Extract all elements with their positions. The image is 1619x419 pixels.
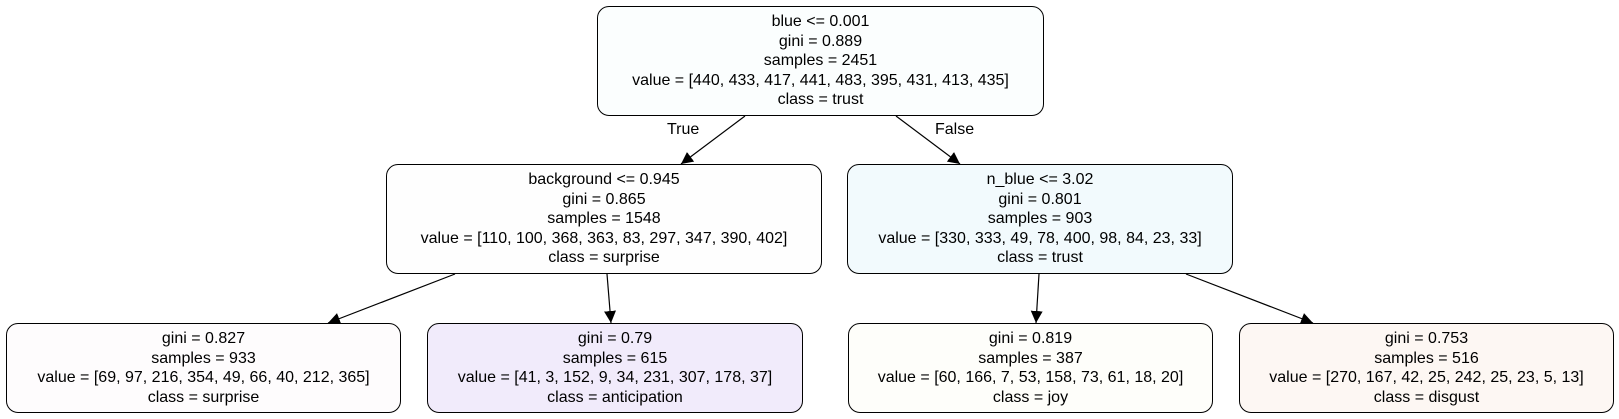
- leaf-node: gini = 0.819 samples = 387 value = [60, …: [848, 323, 1213, 413]
- node-value: value = [270, 167, 42, 25, 242, 25, 23, …: [1269, 369, 1584, 386]
- node-gini: gini = 0.819: [988, 330, 1073, 347]
- node-samples: samples = 903: [987, 210, 1093, 228]
- node-gini: gini = 0.753: [1384, 330, 1469, 347]
- node-samples: samples = 1548: [547, 210, 661, 228]
- node-class: class = surprise: [147, 388, 260, 406]
- edge-left-leaf2: [604, 273, 617, 324]
- root-node: blue <= 0.001 gini = 0.889 samples = 245…: [597, 6, 1044, 116]
- node-gini: gini = 0.827: [161, 330, 246, 347]
- node-value: value = [69, 97, 216, 354, 49, 66, 40, 2…: [37, 369, 370, 386]
- node-samples: samples = 2451: [763, 52, 878, 70]
- node-samples: samples = 516: [1374, 349, 1479, 367]
- leaf-node: gini = 0.827 samples = 933 value = [69, …: [6, 323, 401, 413]
- edge-root-left: [680, 115, 746, 165]
- node-class: class = surprise: [548, 249, 660, 267]
- edge-label-true: True: [667, 121, 700, 138]
- leaf-node: gini = 0.753 samples = 516 value = [270,…: [1239, 323, 1614, 413]
- node-gini: gini = 0.79: [577, 330, 653, 347]
- node-value: value = [110, 100, 368, 363, 83, 297, 34…: [420, 229, 788, 247]
- node-class: class = trust: [997, 249, 1083, 267]
- node-value: value = [440, 433, 417, 441, 483, 395, 4…: [632, 71, 1009, 89]
- left-split-node: background <= 0.945 gini = 0.865 samples…: [386, 164, 822, 274]
- node-samples: samples = 615: [562, 349, 668, 367]
- node-condition: n_blue <= 3.02: [986, 171, 1094, 189]
- node-condition: blue <= 0.001: [771, 13, 870, 31]
- node-samples: samples = 387: [978, 349, 1083, 367]
- node-class: class = anticipation: [547, 388, 683, 406]
- node-gini: gini = 0.865: [562, 190, 646, 208]
- node-class: class = trust: [777, 91, 864, 109]
- node-gini: gini = 0.889: [778, 32, 863, 50]
- edge-root-right: [895, 115, 961, 165]
- node-value: value = [41, 3, 152, 9, 34, 231, 307, 17…: [457, 369, 773, 386]
- edge-label-false: False: [935, 121, 975, 138]
- node-value: value = [330, 333, 49, 78, 400, 98, 84, …: [878, 229, 1202, 247]
- edge-left-leaf1: [327, 273, 456, 325]
- node-value: value = [60, 166, 7, 53, 158, 73, 61, 18…: [877, 369, 1184, 386]
- right-split-node: n_blue <= 3.02 gini = 0.801 samples = 90…: [847, 164, 1233, 274]
- node-gini: gini = 0.801: [998, 190, 1082, 208]
- node-condition: background <= 0.945: [528, 171, 680, 189]
- edge-right-leaf4: [1185, 273, 1314, 325]
- node-class: class = joy: [992, 388, 1069, 406]
- node-samples: samples = 933: [151, 349, 256, 367]
- edge-right-leaf3: [1030, 273, 1043, 324]
- leaf-node: gini = 0.79 samples = 615 value = [41, 3…: [427, 323, 803, 413]
- node-class: class = disgust: [1373, 388, 1480, 406]
